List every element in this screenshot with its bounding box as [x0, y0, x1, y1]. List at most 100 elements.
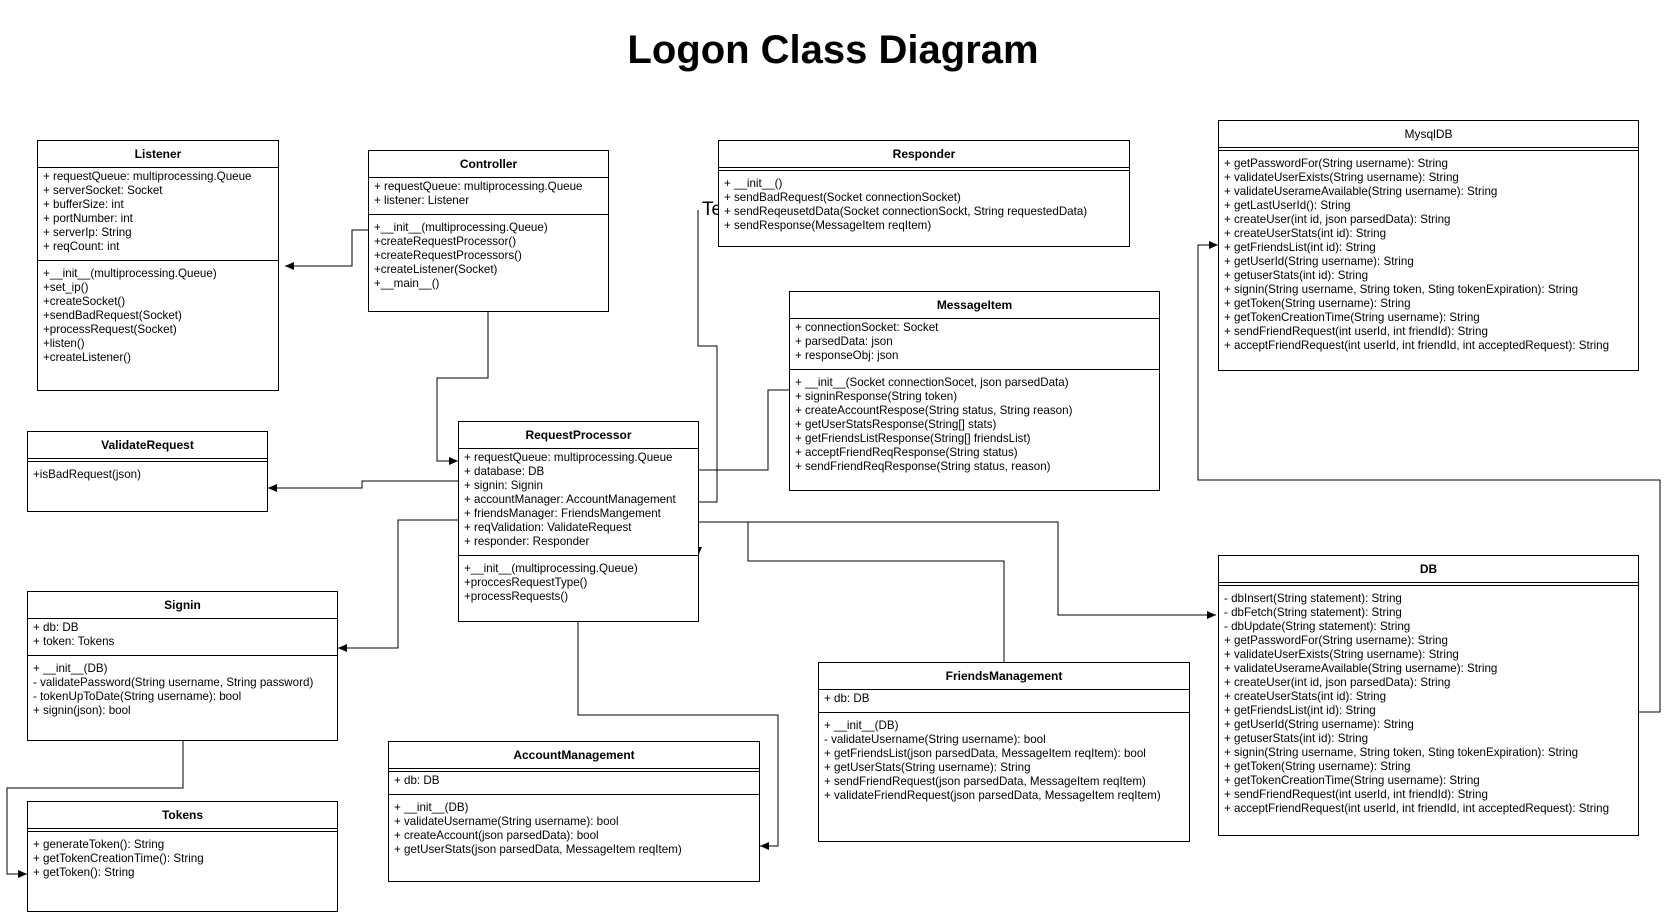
operation-line: +__init__(multiprocessing.Queue): [43, 267, 217, 280]
accountmanagement-class-name: AccountManagement: [513, 748, 635, 762]
connector-requestprocessor-messageitem: [698, 389, 789, 471]
friendsmanagement-class-name: FriendsManagement: [945, 669, 1063, 683]
requestprocessor-operations: +__init__(multiprocessing.Queue)+procces…: [459, 556, 698, 606]
connector-requestprocessor-responder: [697, 210, 718, 503]
operation-line: + getuserStats(int id): String: [1224, 732, 1369, 745]
accountmanagement-attributes: + db: DB: [389, 772, 759, 790]
operation-line: + validateUserameAvailable(String userna…: [1224, 662, 1498, 675]
class-controller[interactable]: Controller+ requestQueue: multiprocessin…: [368, 150, 609, 312]
attribute-line: + serverSocket: Socket: [43, 184, 163, 197]
requestprocessor-class-name: RequestProcessor: [525, 428, 632, 442]
class-accountmanagement[interactable]: AccountManagement+ db: DB+ __init__(DB)+…: [388, 741, 760, 882]
diagram-title: Logon Class Diagram: [627, 28, 1039, 72]
class-tokens[interactable]: Tokens+ generateToken(): String+ getToke…: [27, 801, 338, 912]
operation-line: + getUserStatsResponse(String[] stats): [795, 418, 997, 431]
db-divider: [1219, 582, 1638, 586]
operation-line: + sendReqeusetdData(Socket connectionSoc…: [724, 205, 1088, 218]
operation-line: + __init__(): [724, 177, 783, 190]
operation-line: + sendFriendRequest(int userId, int frie…: [1224, 788, 1488, 801]
accountmanagement-divider: [389, 768, 759, 772]
attribute-line: + friendsManager: FriendsMangement: [464, 507, 661, 520]
operation-line: +sendBadRequest(Socket): [43, 309, 182, 322]
attribute-line: + token: Tokens: [33, 635, 115, 648]
controller-divider: [369, 177, 608, 178]
operation-line: - tokenUpToDate(String username): bool: [33, 690, 242, 703]
operation-line: + getTokenCreationTime(): String: [33, 852, 204, 865]
operation-line: + createAccount(json parsedData): bool: [394, 829, 599, 842]
attribute-line: + connectionSocket: Socket: [795, 321, 939, 334]
operation-line: +isBadRequest(json): [33, 468, 141, 481]
controller-attributes: + requestQueue: multiprocessing.Queue+ l…: [369, 178, 608, 210]
responder-divider: [719, 167, 1129, 171]
friendsmanagement-section-divider: [819, 712, 1189, 713]
tokens-divider: [28, 828, 337, 832]
operation-line: + __init__(DB): [824, 719, 899, 732]
operation-line: - dbFetch(String statement): String: [1224, 606, 1402, 619]
requestprocessor-section-divider: [459, 555, 698, 556]
operation-line: +proccesRequestType(): [464, 576, 588, 589]
signin-operations: + __init__(DB)- validatePassword(String …: [28, 656, 337, 720]
attribute-line: + listener: Listener: [374, 194, 470, 207]
class-signin[interactable]: Signin+ db: DB+ token: Tokens+ __init__(…: [27, 591, 338, 741]
attribute-line: + db: DB: [394, 774, 440, 787]
attribute-line: + responder: Responder: [464, 535, 590, 548]
class-db[interactable]: DB- dbInsert(String statement): String- …: [1218, 555, 1639, 836]
attribute-line: + parsedData: json: [795, 335, 893, 348]
operation-line: + createUser(int id, json parsedData): S…: [1224, 213, 1451, 226]
attribute-line: + reqValidation: ValidateRequest: [464, 521, 632, 534]
class-listener[interactable]: Listener+ requestQueue: multiprocessing.…: [37, 140, 279, 391]
operation-line: + signin(String username, String token, …: [1224, 283, 1579, 296]
friendsmanagement-operations: + __init__(DB)- validateUsername(String …: [819, 713, 1189, 805]
operation-line: + getTokenCreationTime(String username):…: [1224, 774, 1480, 787]
operation-line: + createAccountRespose(String status, St…: [795, 404, 1073, 417]
validaterequest-divider: [28, 458, 267, 462]
operation-line: + acceptFriendRequest(int userId, int fr…: [1224, 339, 1610, 352]
class-requestprocessor[interactable]: RequestProcessor+ requestQueue: multipro…: [458, 421, 699, 622]
operation-line: +processRequest(Socket): [43, 323, 177, 336]
operation-line: + validateFriendRequest(json parsedData,…: [824, 789, 1161, 802]
operation-line: + getUserStats(json parsedData, MessageI…: [394, 843, 682, 856]
operation-line: + signin(json): bool: [33, 704, 131, 717]
operation-line: + validateUsername(String username): boo…: [394, 815, 619, 828]
requestprocessor-divider: [459, 448, 698, 449]
operation-line: + sendFriendRequest(json parsedData, Mes…: [824, 775, 1146, 788]
operation-line: + getTokenCreationTime(String username):…: [1224, 311, 1480, 324]
listener-divider: [38, 167, 278, 168]
operation-line: + createUserStats(int id): String: [1224, 227, 1387, 240]
messageitem-attributes: + connectionSocket: Socket+ parsedData: …: [790, 319, 1159, 365]
operation-line: + getPasswordFor(String username): Strin…: [1224, 157, 1448, 170]
operation-line: +__init__(multiprocessing.Queue): [374, 221, 548, 234]
operation-line: + createUserStats(int id): String: [1224, 690, 1387, 703]
signin-section-divider: [28, 655, 337, 656]
operation-line: + getFriendsList(json parsedData, Messag…: [824, 747, 1146, 760]
mysqldb-divider: [1219, 147, 1638, 151]
validaterequest-class-name: ValidateRequest: [101, 438, 194, 452]
db-operations: - dbInsert(String statement): String- db…: [1219, 586, 1638, 818]
operation-line: + validateUserExists(String username): S…: [1224, 648, 1459, 661]
class-messageitem[interactable]: MessageItem + connectionSocket: Socket+ p…: [789, 291, 1160, 491]
class-responder[interactable]: Responder+ __init__()+ sendBadRequest(So…: [718, 140, 1130, 247]
class-friendsmanagement[interactable]: FriendsManagement+ db: DB+ __init__(DB)-…: [818, 662, 1190, 842]
class-validaterequest[interactable]: ValidateRequest +isBadRequest(json): [27, 431, 268, 512]
operation-line: + validateUserExists(String username): S…: [1224, 171, 1459, 184]
operation-line: + __init__(DB): [394, 801, 469, 814]
operation-line: + getFriendsList(int id): String: [1224, 241, 1376, 254]
operation-line: + getLastUserId(): String: [1224, 199, 1351, 212]
operation-line: +createSocket(): [43, 295, 126, 308]
signin-divider: [28, 618, 337, 619]
validaterequest-operations: +isBadRequest(json): [28, 462, 267, 484]
operation-line: + getFriendsListResponse(String[] friend…: [795, 432, 1031, 445]
operation-line: + sendFriendRequest(int userId, int frie…: [1224, 325, 1488, 338]
operation-line: + sendBadRequest(Socket connectionSocket…: [724, 191, 961, 204]
operation-line: + getUserId(String username): String: [1224, 255, 1414, 268]
class-mysqldb[interactable]: MysqlDB+ getPasswordFor(String username)…: [1218, 120, 1639, 371]
operation-line: + createUser(int id, json parsedData): S…: [1224, 676, 1451, 689]
operation-line: + validateUserameAvailable(String userna…: [1224, 185, 1498, 198]
attribute-line: + requestQueue: multiprocessing.Queue: [43, 170, 252, 183]
mysqldb-operations: + getPasswordFor(String username): Strin…: [1219, 151, 1638, 355]
operation-line: - dbUpdate(String statement): String: [1224, 620, 1411, 633]
operation-line: +createListener(Socket): [374, 263, 498, 276]
messageitem-class-name: MessageItem: [936, 298, 1013, 312]
operation-line: + __init__(Socket connectionSocet, json …: [795, 376, 1069, 389]
operation-line: + getuserStats(int id): String: [1224, 269, 1369, 282]
